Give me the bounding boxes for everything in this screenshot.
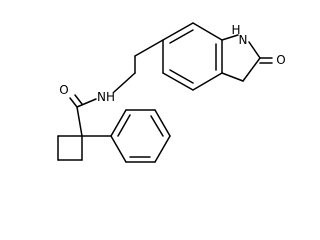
bond — [162, 22, 194, 41]
bond — [154, 135, 171, 163]
bonds — [57, 22, 273, 163]
chemical-structure-diagram: H N O NH O — [57, 22, 286, 163]
bond — [192, 72, 223, 91]
bond — [248, 41, 261, 59]
bond — [110, 135, 127, 163]
bond — [192, 22, 223, 41]
bond — [74, 94, 83, 105]
atom-labels: H N O NH O — [59, 23, 285, 104]
atom-label-amide-nh: NH — [97, 90, 115, 104]
bond — [113, 72, 136, 93]
atom-label-amide-oxygen: O — [59, 83, 68, 97]
bond — [76, 98, 97, 108]
bond — [221, 34, 239, 41]
bond — [117, 114, 131, 137]
bond — [242, 57, 261, 82]
atom-label-lactam-oxygen: O — [276, 53, 285, 67]
bond — [69, 97, 78, 108]
bond — [169, 69, 194, 84]
atom-label-nh-indolinone-h: H — [231, 23, 240, 37]
bond — [110, 109, 127, 137]
bond — [134, 39, 164, 57]
bond — [76, 106, 83, 137]
atom-label-nh-indolinone-n: N — [239, 33, 248, 47]
bond — [162, 72, 194, 91]
bond — [221, 72, 244, 82]
bond — [169, 29, 194, 44]
bond — [150, 115, 164, 137]
bond — [154, 109, 171, 137]
